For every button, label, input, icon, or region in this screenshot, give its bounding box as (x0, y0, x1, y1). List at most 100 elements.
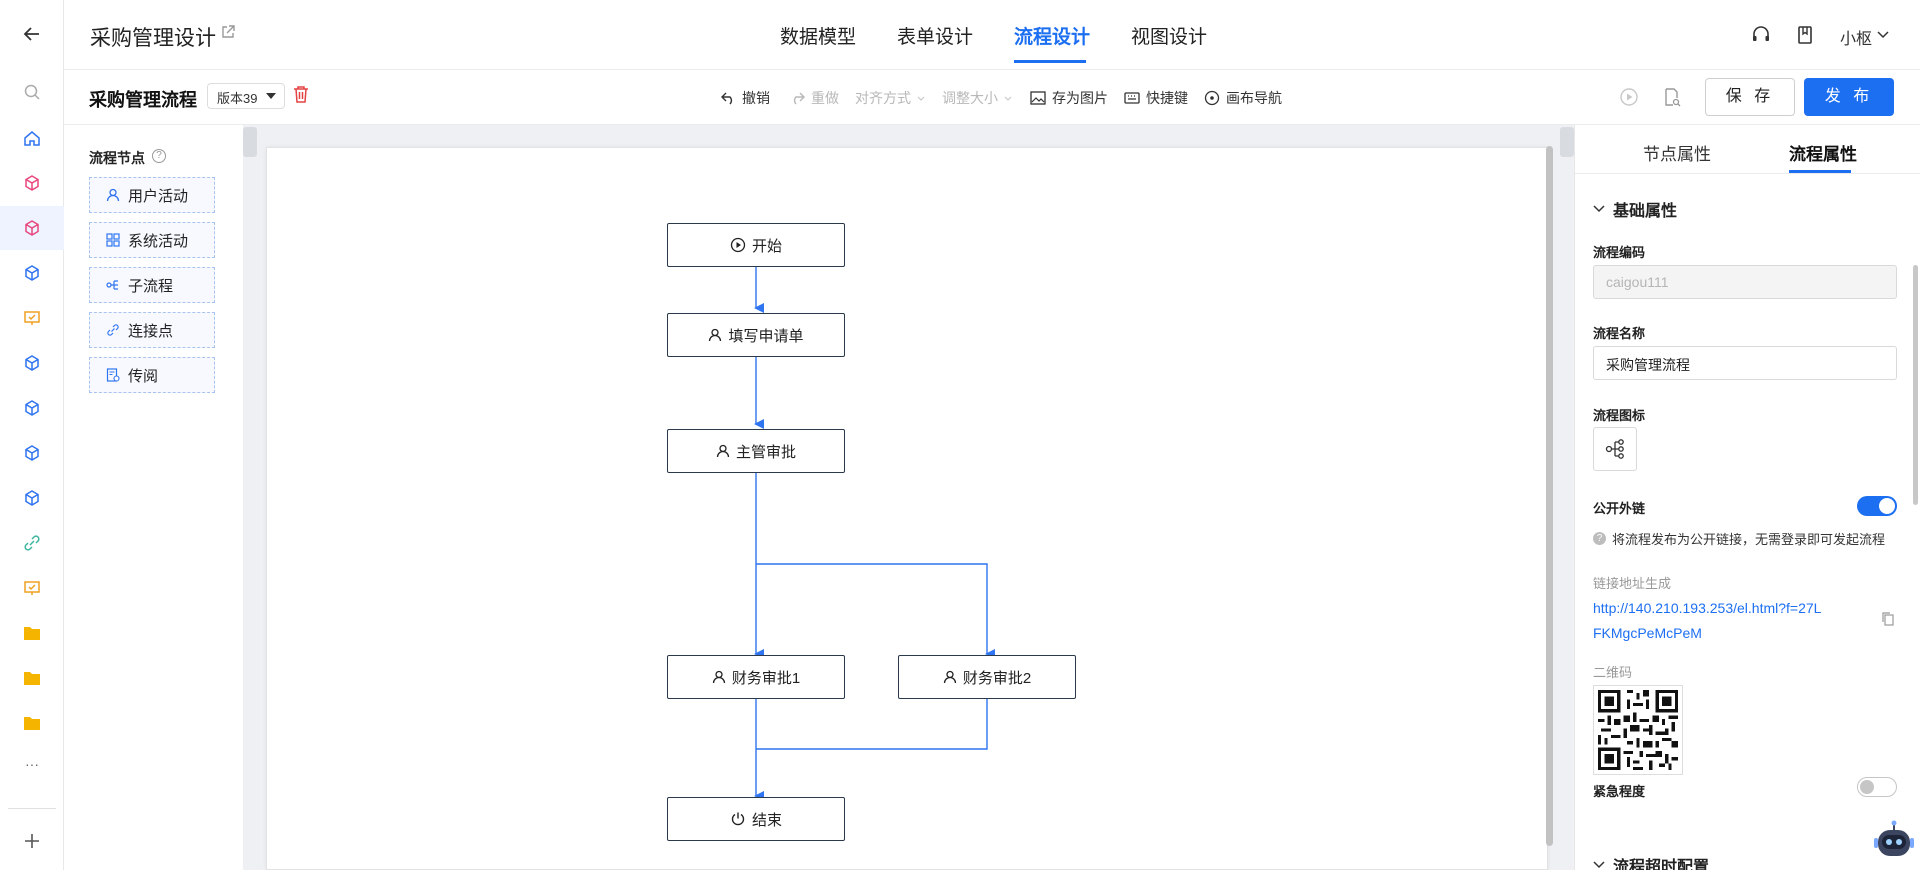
tabs-divider (1575, 173, 1920, 174)
flow-node-finance-approval-1[interactable]: 财务审批1 (667, 655, 845, 699)
public-link-hint: ? 将流程发布为公开链接，无需登录即可发起流程 (1593, 529, 1885, 548)
collapse-left-handle[interactable] (243, 127, 257, 157)
help-icon[interactable]: ? (152, 149, 166, 163)
flow-node-fill-application[interactable]: 填写申请单 (667, 313, 845, 357)
name-field[interactable]: 采购管理流程 (1593, 346, 1897, 380)
node-label: 结束 (751, 811, 782, 829)
undo-label: 撤销 (742, 90, 770, 106)
redo-icon (793, 92, 805, 105)
cube-icon[interactable] (20, 216, 44, 240)
process-icon-picker[interactable] (1593, 427, 1637, 471)
flow-icon (1605, 439, 1624, 459)
chevron-down-icon[interactable] (1876, 24, 1890, 46)
chevron-down-icon (1593, 205, 1605, 213)
keyboard-icon (1124, 92, 1140, 104)
app-title: 采购管理设计 (90, 27, 216, 50)
flow-node-end[interactable]: 结束 (667, 797, 845, 841)
code-field[interactable]: caigou111 (1593, 265, 1897, 299)
save-image-button[interactable]: 存为图片 (1030, 88, 1108, 108)
circulate-icon (106, 368, 120, 382)
urgency-toggle[interactable] (1857, 777, 1897, 797)
edge-fin2-end (756, 699, 988, 750)
palette-item-circulate[interactable]: 传阅 (89, 357, 215, 393)
assistant-bot-icon[interactable] (1872, 818, 1916, 862)
designer-toolbar: 采购管理流程 版本39 撤销 重做 对齐方式 调整大小 存为图片 (64, 70, 1920, 125)
user-icon (943, 670, 956, 684)
palette-item-connector[interactable]: 连接点 (89, 312, 215, 348)
rail-divider (8, 808, 56, 809)
public-link-url[interactable]: http://140.210.193.253/el.html?f=27LFKMg… (1593, 600, 1822, 641)
undo-icon (721, 92, 733, 105)
headset-icon[interactable] (1750, 24, 1772, 46)
canvas-nav-label: 画布导航 (1226, 90, 1282, 106)
palette-item-system-activity[interactable]: 系统活动 (89, 222, 215, 258)
canvas-nav-button[interactable]: 画布导航 (1204, 88, 1282, 108)
cube-icon[interactable] (20, 261, 44, 285)
folder-icon[interactable] (20, 621, 44, 645)
tab-node-properties[interactable]: 节点属性 (1643, 145, 1711, 164)
play-circle-icon[interactable] (1619, 87, 1639, 112)
tab-data-model[interactable]: 数据模型 (780, 27, 857, 48)
search-icon[interactable] (20, 80, 44, 104)
power-icon (731, 812, 745, 826)
collapse-right-handle[interactable] (1560, 127, 1574, 157)
palette-item-label: 用户活动 (128, 187, 189, 205)
cube-icon[interactable] (20, 486, 44, 510)
cube-icon[interactable] (20, 171, 44, 195)
tab-process-properties[interactable]: 流程属性 (1789, 145, 1857, 164)
book-icon[interactable] (1794, 24, 1816, 46)
panel-scrollbar[interactable] (1913, 265, 1918, 505)
external-link-icon[interactable] (220, 24, 238, 42)
flow-node-finance-approval-2[interactable]: 财务审批2 (898, 655, 1076, 699)
properties-panel: 节点属性 流程属性 基础属性 流程编码 caigou111 流程名称 采购管理流… (1574, 125, 1920, 870)
publish-button[interactable]: 发 布 (1804, 78, 1894, 116)
trash-icon[interactable] (293, 85, 311, 105)
home-icon[interactable] (20, 126, 44, 150)
chevron-down-icon (1593, 861, 1605, 869)
folder-icon[interactable] (20, 666, 44, 690)
back-arrow-icon[interactable] (20, 22, 44, 46)
align-dropdown[interactable]: 对齐方式 (855, 88, 925, 108)
cube-icon[interactable] (20, 351, 44, 375)
more-icon[interactable]: ··· (25, 756, 39, 772)
node-palette: 流程节点 ? 用户活动 系统活动 子流程 连接点 传阅 (64, 125, 243, 870)
palette-item-user-activity[interactable]: 用户活动 (89, 177, 215, 213)
flow-node-manager-approval[interactable]: 主管审批 (667, 429, 845, 473)
cube-icon[interactable] (20, 396, 44, 420)
section-basic-properties[interactable]: 基础属性 (1593, 197, 1677, 221)
plus-icon[interactable] (20, 829, 44, 853)
link-icon[interactable] (20, 531, 44, 555)
caret-down-icon (266, 93, 276, 99)
palette-item-subprocess[interactable]: 子流程 (89, 267, 215, 303)
flow-canvas[interactable]: 开始 填写申请单 主管审批 财务审批1 财务审批2 结束 (266, 147, 1548, 870)
tab-process-design[interactable]: 流程设计 (1014, 27, 1091, 48)
resize-dropdown[interactable]: 调整大小 (942, 88, 1012, 108)
chevron-down-icon (1004, 96, 1012, 101)
save-button[interactable]: 保 存 (1705, 78, 1795, 116)
flow-node-start[interactable]: 开始 (667, 223, 845, 267)
presentation-icon[interactable] (20, 306, 44, 330)
redo-button[interactable]: 重做 (790, 88, 839, 108)
tab-form-design[interactable]: 表单设计 (897, 27, 974, 48)
qr-label: 二维码 (1593, 665, 1633, 680)
top-header: 采购管理设计 数据模型 表单设计 流程设计 视图设计 小枢 (64, 0, 1920, 70)
copy-icon[interactable] (1881, 611, 1895, 632)
version-select[interactable]: 版本39 (207, 83, 285, 109)
shortcuts-button[interactable]: 快捷键 (1124, 88, 1188, 108)
user-name[interactable]: 小枢 (1840, 31, 1873, 48)
flow-title: 采购管理流程 (89, 90, 197, 110)
presentation-icon[interactable] (20, 576, 44, 600)
tab-view-design[interactable]: 视图设计 (1131, 27, 1208, 48)
public-link-toggle[interactable] (1857, 496, 1897, 516)
name-label: 流程名称 (1593, 326, 1646, 341)
undo-button[interactable]: 撤销 (721, 88, 770, 108)
document-search-icon[interactable] (1663, 87, 1681, 112)
link-icon (107, 324, 119, 336)
image-icon (1030, 91, 1046, 105)
folder-icon[interactable] (20, 711, 44, 735)
user-icon (106, 188, 120, 202)
canvas-scrollbar[interactable] (1546, 146, 1553, 846)
icon-label: 流程图标 (1593, 408, 1646, 423)
section-timeout-config[interactable]: 流程超时配置 (1593, 853, 1709, 870)
cube-icon[interactable] (20, 441, 44, 465)
